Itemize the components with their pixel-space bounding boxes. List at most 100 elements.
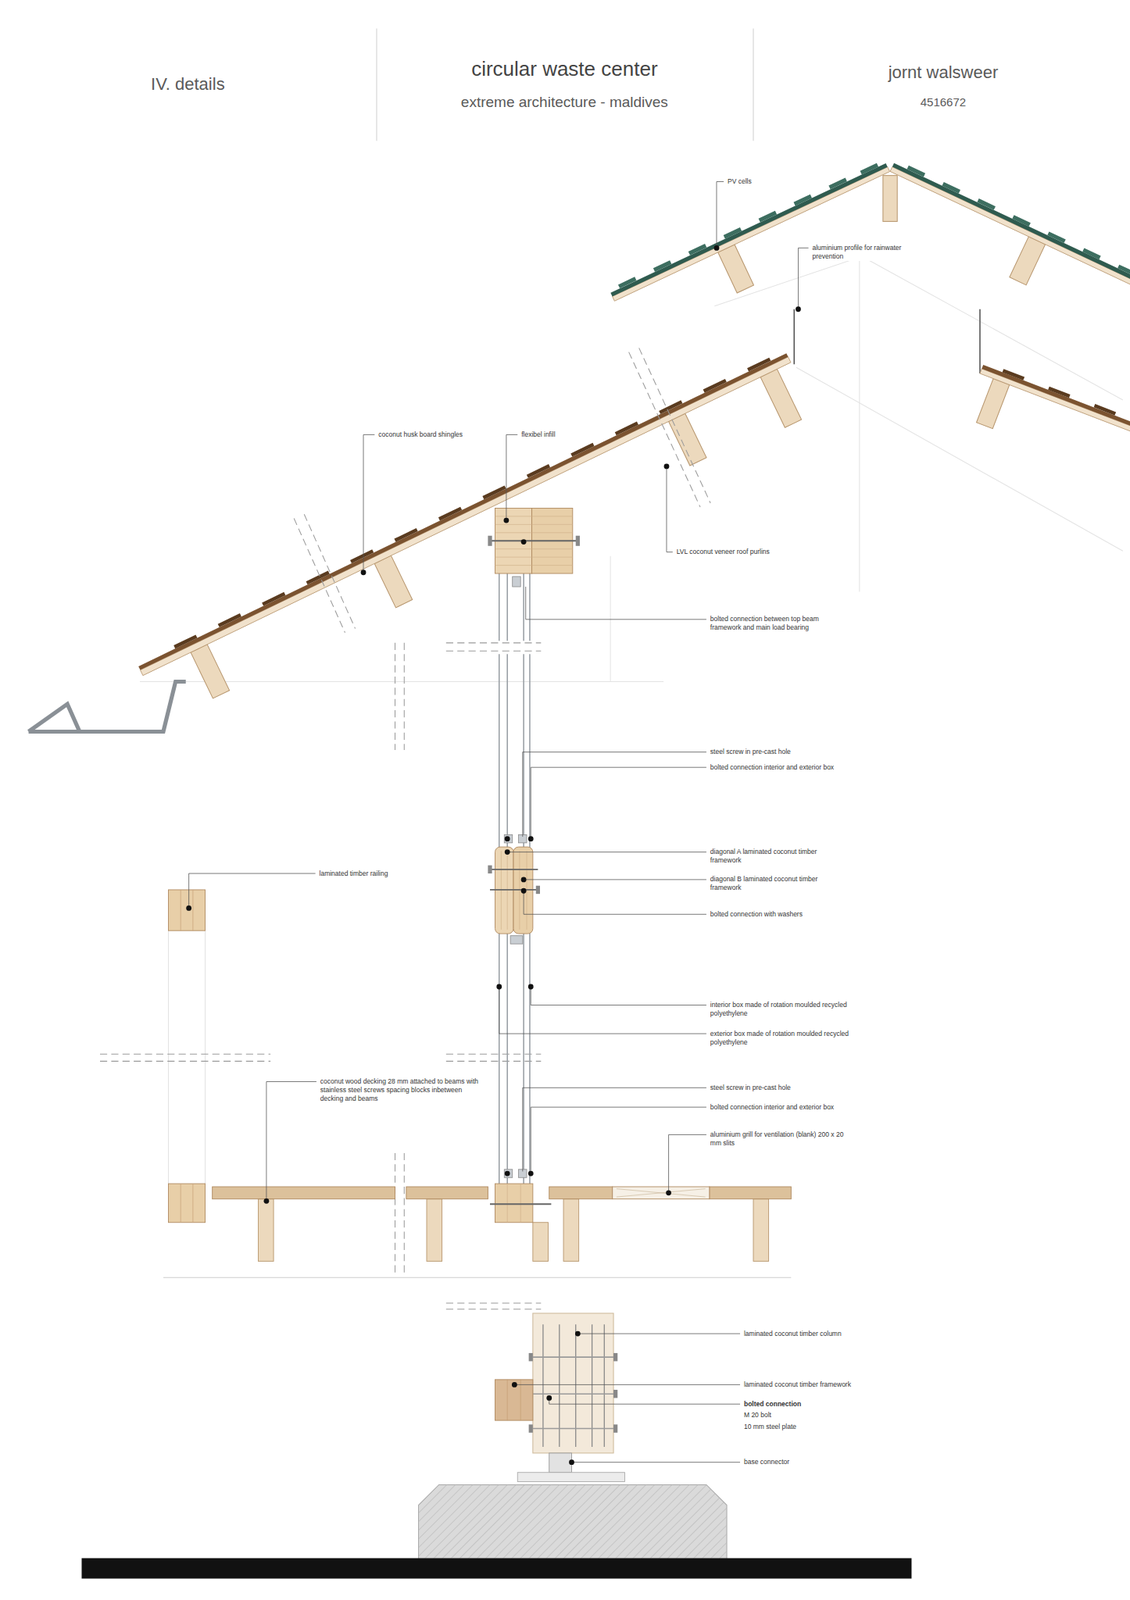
callout-label: bolted connection with washers — [709, 910, 804, 920]
leader-line — [666, 466, 673, 553]
break-line — [446, 1061, 541, 1063]
floor-beam — [563, 1199, 580, 1263]
callout-label: bolted connection interior and exterior … — [709, 763, 835, 773]
construction-line — [204, 930, 206, 1184]
timber-column — [532, 1313, 614, 1454]
wall-base-block — [489, 1183, 551, 1223]
break-line — [394, 643, 396, 751]
upper-roof — [1009, 236, 1046, 286]
timber-column — [529, 1353, 533, 1362]
leader-dot — [503, 518, 509, 524]
leader-dot — [714, 245, 720, 251]
timber-column — [613, 1424, 618, 1433]
leader-line — [363, 434, 375, 573]
leader-line — [668, 1134, 707, 1193]
diagonal-block — [489, 868, 538, 871]
construction-line — [205, 681, 664, 683]
top-beam — [489, 539, 578, 542]
upper-roof — [653, 260, 672, 272]
aluminium-profile — [979, 309, 981, 374]
wall-base-block — [495, 1183, 533, 1223]
header-text: IV. details — [150, 74, 226, 95]
timber-railing — [180, 890, 194, 1223]
side-roof — [1002, 368, 1025, 381]
break-line — [293, 518, 345, 633]
timber-railing — [168, 890, 206, 931]
upper-roof — [618, 276, 637, 289]
main-roof — [703, 379, 727, 394]
upper-roof — [828, 178, 847, 190]
base-connector — [549, 1453, 573, 1474]
break-line — [100, 1061, 271, 1063]
concrete-foundation — [418, 1484, 727, 1562]
upper-roof — [976, 198, 995, 211]
coconut-decking — [549, 1187, 613, 1200]
ground — [81, 1558, 912, 1579]
header-separator — [376, 28, 754, 142]
callout-label: diagonal B laminated coconut timber fram… — [709, 875, 829, 893]
steel-connector — [510, 936, 523, 945]
upper-roof — [860, 163, 879, 176]
leader-dot — [521, 539, 527, 545]
side-roof — [1047, 386, 1070, 399]
steel-connector — [512, 576, 521, 587]
upper-roof — [718, 244, 755, 294]
header-text: extreme architecture - maldives — [461, 92, 669, 111]
break-line — [446, 642, 541, 644]
side-roof — [976, 379, 1010, 430]
header-text: jornt walsweer — [888, 62, 999, 83]
leader-dot — [795, 306, 802, 312]
callout-label: diagonal A laminated coconut timber fram… — [709, 847, 829, 866]
floor-beam — [753, 1199, 769, 1263]
column-framework — [507, 1380, 521, 1421]
grid-line — [163, 1277, 791, 1279]
leader-line — [797, 247, 809, 309]
break-line — [629, 352, 701, 508]
leader-dot — [511, 1382, 518, 1388]
timber-column — [532, 1357, 614, 1429]
callout-label: laminated coconut timber column — [743, 1330, 843, 1339]
diagonal-block — [536, 886, 540, 894]
leader-dot — [504, 849, 511, 855]
leader-dot — [521, 876, 527, 883]
ventilation-grill — [616, 1189, 706, 1198]
leader-dot — [528, 836, 534, 842]
main-roof — [668, 413, 707, 466]
construction-line — [168, 930, 169, 1184]
aluminium-gutter — [28, 704, 80, 732]
break-line — [100, 1054, 271, 1055]
aluminium-profile — [793, 309, 795, 365]
callout-label: laminated coconut timber framework — [743, 1380, 852, 1390]
leader-dot — [504, 1171, 511, 1177]
upper-roof — [942, 182, 961, 194]
leader-dot — [528, 1171, 534, 1177]
leader-line — [523, 879, 707, 880]
leader-dot — [185, 905, 192, 912]
leader-dot — [521, 888, 527, 894]
leader-dot — [665, 1190, 672, 1196]
leader-line — [522, 1087, 707, 1172]
construction-line — [858, 255, 860, 593]
break-line — [446, 650, 541, 652]
floor-beam — [532, 1222, 549, 1263]
steel-connector — [504, 1169, 512, 1178]
leader-line — [530, 986, 707, 1006]
break-line — [446, 1302, 541, 1304]
coconut-decking — [709, 1187, 791, 1200]
leader-line — [530, 767, 707, 837]
main-roof — [190, 644, 230, 699]
main-roof — [482, 485, 506, 500]
upper-roof — [723, 227, 742, 240]
upper-roof — [892, 163, 1130, 285]
top-beam — [487, 507, 580, 574]
concrete-foundation — [418, 1484, 727, 1562]
callout-label: laminated timber railing — [318, 869, 390, 879]
aluminium-gutter — [28, 681, 186, 732]
callout-label: PV cells — [726, 177, 753, 186]
timber-column — [529, 1424, 533, 1433]
main-roof — [747, 357, 771, 372]
callout-label: coconut wood decking 28 mm attached to b… — [319, 1077, 487, 1104]
ridge-post — [883, 175, 898, 222]
